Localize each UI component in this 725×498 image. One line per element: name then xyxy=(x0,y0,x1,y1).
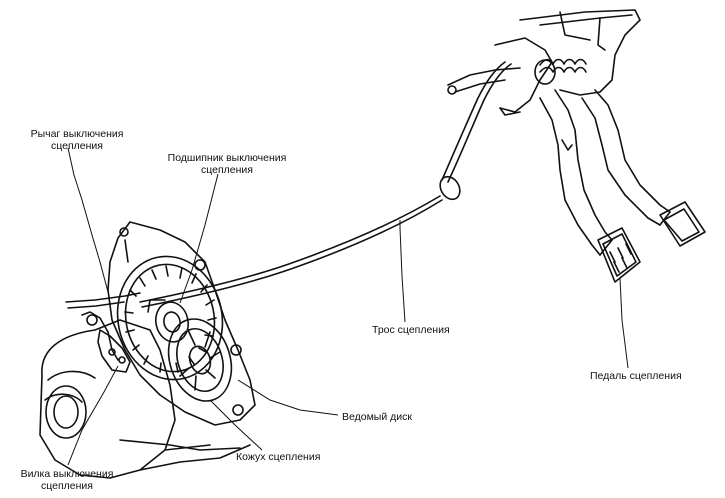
clutch-cable-label: Трос сцепления xyxy=(372,324,450,336)
release-lever-label: Рычаг выключения сцепления xyxy=(22,128,132,152)
release-fork-label-line1: Вилка выключения xyxy=(20,468,114,480)
release-fork-label-line2: сцепления xyxy=(41,480,93,492)
clutch-cover-label: Кожух сцепления xyxy=(236,451,320,463)
clutch-pedal-text: Педаль сцепления xyxy=(590,370,682,382)
release-fork-leader xyxy=(67,365,119,466)
clutch-cover-text: Кожух сцепления xyxy=(236,451,321,463)
clutch-cover-leader xyxy=(209,399,263,451)
release-bearing-leader xyxy=(179,173,219,304)
release-bearing-label-line2: сцепления xyxy=(201,164,253,176)
release-lever-label-line2: сцепления xyxy=(51,140,103,152)
clutch-cable-text: Трос сцепления xyxy=(372,324,450,336)
return-spring xyxy=(534,58,587,85)
driven-disc xyxy=(167,318,233,402)
driven-disc-label: Ведомый диск xyxy=(342,411,412,423)
clutch-cover xyxy=(116,255,224,381)
driven-disc-text: Ведомый диск xyxy=(342,411,412,423)
clutch-cable-leader xyxy=(399,220,406,323)
release-lever-label-line1: Рычаг выключения xyxy=(30,128,124,140)
release-lever-leader xyxy=(67,147,109,293)
clutch-cable xyxy=(139,61,512,308)
release-bearing-label-line1: Подшипник выключения xyxy=(167,152,287,164)
release-bearing-label: Подшипник выключения сцепления xyxy=(162,152,292,176)
brake-pedal xyxy=(581,89,706,247)
clutch-pedal-label: Педаль сцепления xyxy=(590,370,682,382)
release-fork xyxy=(97,329,131,373)
transmission-housing xyxy=(39,319,251,479)
clutch-pedal xyxy=(539,89,641,283)
driven-disc-leader xyxy=(237,379,339,416)
bell-housing xyxy=(107,221,256,426)
clutch-pedal-leader xyxy=(619,277,629,369)
release-fork-label: Вилка выключения сцепления xyxy=(12,468,122,492)
pedal-bracket xyxy=(447,9,641,116)
release-lever xyxy=(65,292,141,361)
